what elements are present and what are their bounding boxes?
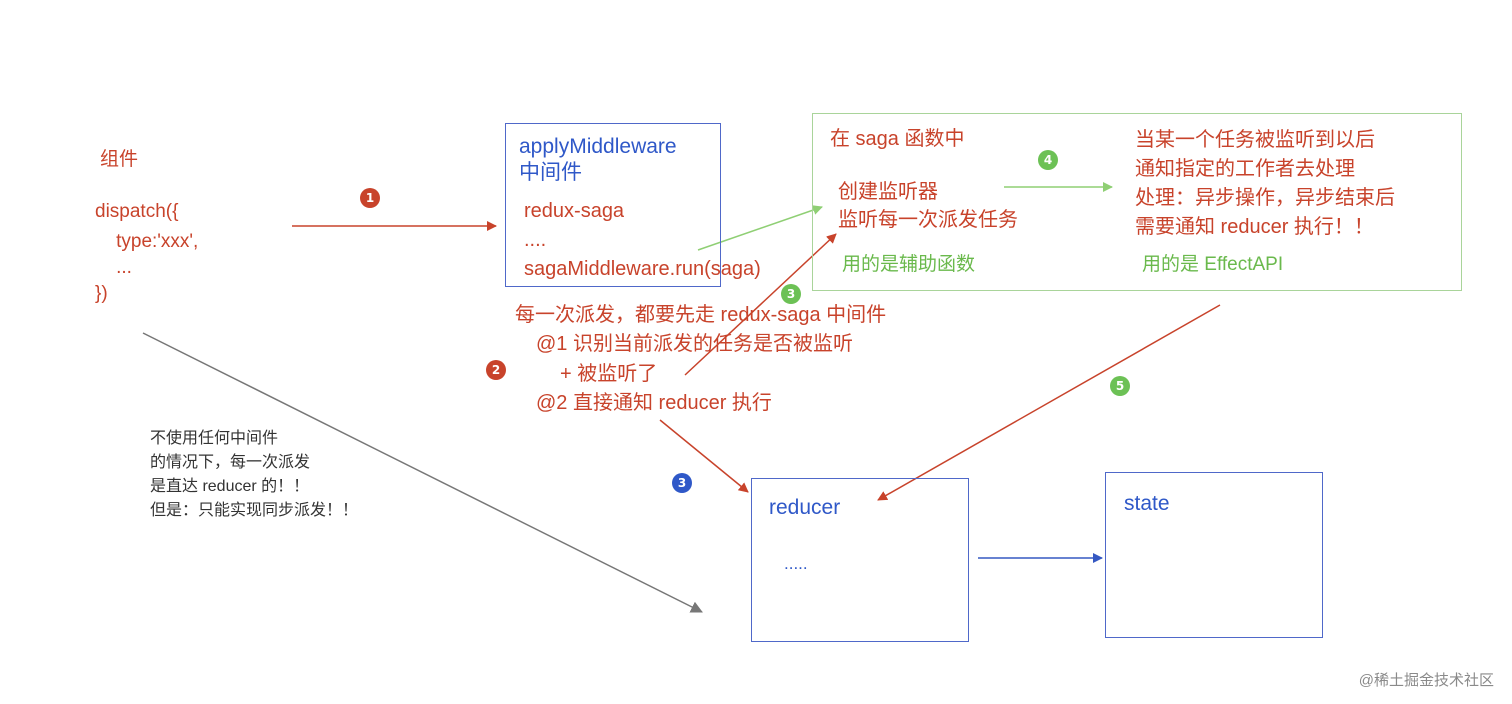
saga-right-line: 通知指定的工作者去处理 [1135,158,1355,180]
saga-left-line: 监听每一次派发任务 [838,209,1018,231]
code-line: ... [95,257,132,278]
arrow-middleware-to-saga [697,205,823,251]
code-line: }) [95,283,108,304]
middleware-line-dots: .... [524,229,547,251]
no-middleware-line: 是直达 reducer 的！！ [150,478,310,495]
no-middleware-line: 不使用任何中间件 [150,430,279,447]
arrow-note-to-saga [684,233,837,376]
step-badge-1: 1 [360,188,380,208]
middleware-line-redux-saga: redux-saga [524,200,625,222]
component-code: dispatch({ type:'xxx', ... }) [95,197,198,309]
note-line-4: @2 直接通知 reducer 执行 [536,392,772,414]
state-title: state [1124,492,1170,515]
step-badge-2: 2 [486,360,506,380]
saga-box [812,113,1462,291]
no-middleware-line: 的情况下，每一次派发 [150,454,311,471]
note-line-3: + 被监听了 [560,363,658,385]
middleware-line-run: sagaMiddleware.run(saga) [524,258,761,280]
no-middleware-line: 但是：只能实现同步派发！！ [150,502,359,519]
saga-right-note: 用的是 EffectAPI [1142,254,1284,275]
saga-right-lines: 当某一个任务被监听到以后 通知指定的工作者去处理 处理：异步操作，异步结束后 需… [1135,126,1395,242]
no-middleware-note: 不使用任何中间件 的情况下，每一次派发 是直达 reducer 的！！ 但是：只… [150,427,358,523]
reducer-body: ..... [784,554,808,573]
arrow-saga-to-reducer [877,304,1221,501]
code-line: type:'xxx', [95,231,199,252]
middleware-box [505,123,721,287]
middleware-title-line: applyMiddleware [519,135,677,158]
component-title: 组件 [100,149,139,170]
saga-left-lines: 创建监听器 监听每一次派发任务 [838,178,1018,234]
note-line-1: 每一次派发，都要先走 redux-saga 中间件 [515,304,887,326]
saga-left-line: 创建监听器 [838,181,938,203]
step-badge-3-green: 3 [781,284,801,304]
saga-right-line: 需要通知 reducer 执行！！ [1135,216,1374,238]
reducer-title: reducer [769,496,841,519]
arrow-note-to-reducer [659,419,749,493]
step-badge-3-blue: 3 [672,473,692,493]
watermark: @稀土掘金技术社区 [1358,672,1494,689]
code-line: dispatch({ [95,201,179,222]
saga-right-line: 当某一个任务被监听到以后 [1135,129,1375,151]
saga-left-note: 用的是辅助函数 [842,254,976,275]
middleware-title: applyMiddleware 中间件 [519,134,677,186]
note-line-2: @1 识别当前派发的任务是否被监听 [536,333,853,355]
saga-right-line: 处理：异步操作，异步结束后 [1135,187,1395,209]
step-badge-4: 4 [1038,150,1058,170]
step-badge-5: 5 [1110,376,1130,396]
saga-title: 在 saga 函数中 [830,128,965,150]
reducer-box [751,478,969,642]
arrow-direct-dispatch [142,332,703,613]
state-box [1105,472,1323,638]
middleware-title-line: 中间件 [519,161,582,184]
